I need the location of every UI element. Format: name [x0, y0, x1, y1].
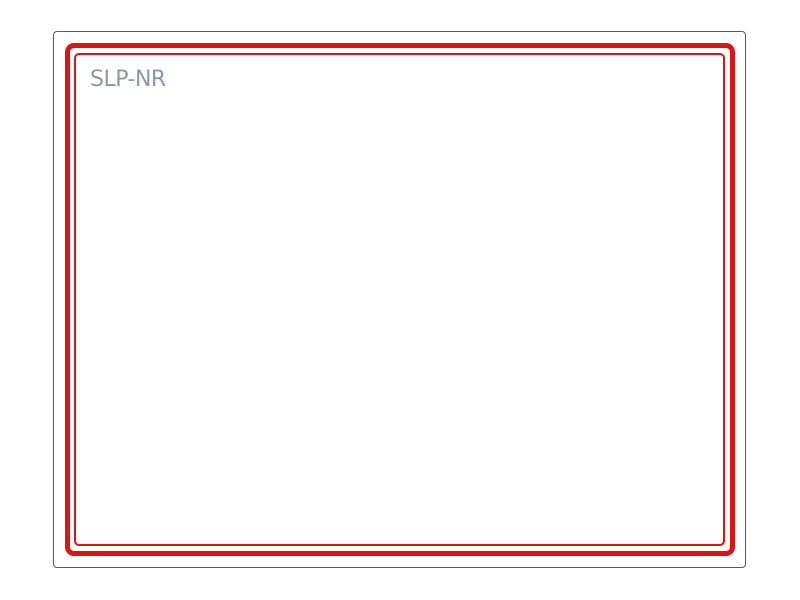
- label-sheet: [53, 31, 746, 568]
- outer-red-border: [65, 43, 735, 556]
- inner-red-border: [74, 53, 725, 546]
- label-model-name: SLP-NR: [90, 67, 166, 92]
